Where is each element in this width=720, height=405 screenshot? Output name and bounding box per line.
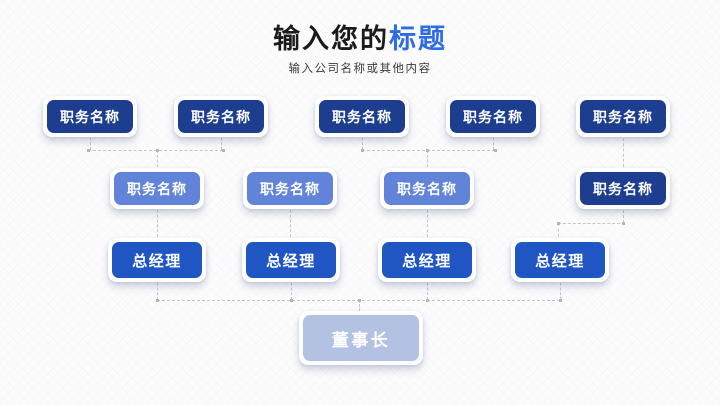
org-node-label: 职务名称: [450, 100, 536, 133]
org-node-label: 董事长: [303, 315, 419, 361]
junction-dot: [358, 299, 361, 302]
org-node-label: 总经理: [515, 242, 605, 278]
connector-line: [427, 278, 428, 300]
org-node-row2-4[interactable]: 职务名称: [576, 168, 670, 209]
org-node-label: 总经理: [112, 242, 202, 278]
junction-dot: [426, 149, 429, 152]
junction-dot: [222, 149, 225, 152]
connector-line: [558, 223, 625, 224]
connector-line: [560, 278, 561, 300]
org-node-label: 职务名称: [580, 100, 666, 133]
org-node-row2-1[interactable]: 职务名称: [110, 168, 204, 209]
connector-line: [290, 205, 291, 242]
connector-line: [362, 133, 363, 150]
title-highlight: 标题: [389, 24, 447, 54]
org-node-label: 职务名称: [178, 100, 264, 133]
org-node-label: 职务名称: [114, 172, 200, 205]
junction-dot: [361, 149, 364, 152]
connector-line: [88, 150, 223, 151]
junction-dot: [494, 149, 497, 152]
org-node-row2-2[interactable]: 职务名称: [243, 168, 337, 209]
org-node-label: 职务名称: [580, 172, 666, 205]
org-node-chairman[interactable]: 董事长: [299, 311, 423, 365]
connector-line: [221, 133, 222, 150]
org-node-row1-5[interactable]: 职务名称: [576, 96, 670, 137]
org-node-label: 职务名称: [319, 100, 405, 133]
org-node-gm-4[interactable]: 总经理: [511, 238, 609, 282]
junction-dot: [290, 299, 293, 302]
org-node-label: 总经理: [382, 242, 472, 278]
title-prefix: 输入您的: [273, 24, 389, 54]
connector-line: [427, 205, 428, 242]
connector-line: [157, 278, 158, 300]
connector-line: [493, 133, 494, 150]
junction-dot: [156, 299, 159, 302]
connector-line: [291, 278, 292, 300]
org-node-row1-2[interactable]: 职务名称: [174, 96, 268, 137]
org-node-row1-3[interactable]: 职务名称: [315, 96, 409, 137]
connector-line: [90, 133, 91, 150]
junction-dot: [426, 299, 429, 302]
org-node-gm-2[interactable]: 总经理: [242, 238, 340, 282]
connector-line: [427, 150, 428, 172]
connector-line: [623, 133, 624, 172]
connector-line: [558, 223, 559, 242]
junction-dot: [87, 149, 90, 152]
org-node-row2-3[interactable]: 职务名称: [380, 168, 474, 209]
org-node-label: 职务名称: [384, 172, 470, 205]
connector-line: [623, 205, 624, 223]
junction-dot: [156, 149, 159, 152]
slide-subtitle[interactable]: 输入公司名称或其他内容: [288, 63, 432, 75]
org-node-label: 总经理: [246, 242, 336, 278]
org-node-label: 职务名称: [247, 172, 333, 205]
org-node-gm-3[interactable]: 总经理: [378, 238, 476, 282]
org-node-row1-1[interactable]: 职务名称: [43, 96, 137, 137]
junction-dot: [622, 222, 625, 225]
connector-line: [157, 205, 158, 242]
org-node-row1-4[interactable]: 职务名称: [446, 96, 540, 137]
connector-line: [359, 300, 360, 315]
org-node-label: 职务名称: [47, 100, 133, 133]
org-node-gm-1[interactable]: 总经理: [108, 238, 206, 282]
slide-title[interactable]: 输入您的标题: [0, 17, 720, 56]
junction-dot: [557, 222, 560, 225]
junction-dot: [559, 299, 562, 302]
connector-line: [157, 150, 158, 172]
